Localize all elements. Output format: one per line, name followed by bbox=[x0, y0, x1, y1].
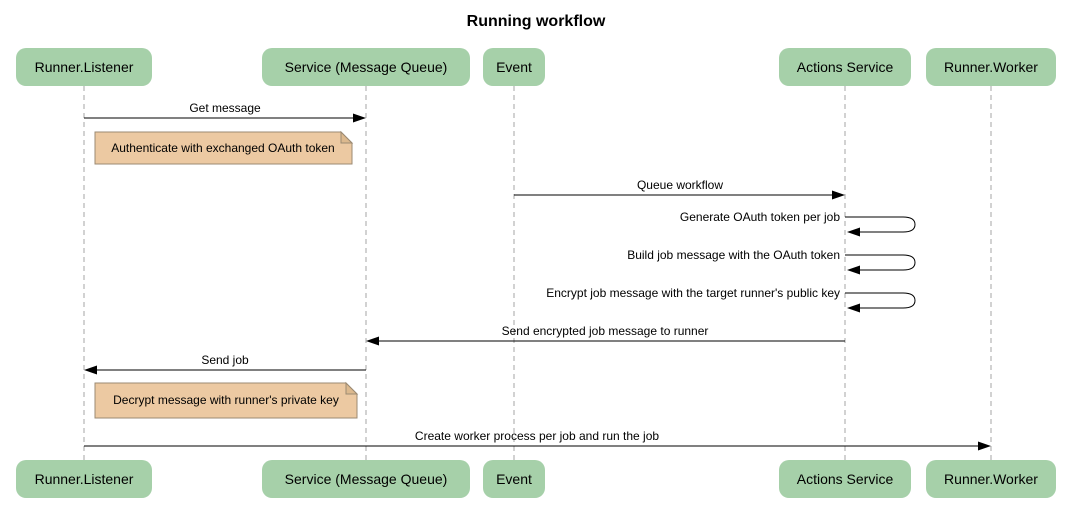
note-decrypt: Decrypt message with runner's private ke… bbox=[94, 381, 359, 419]
participant-runner-listener-top: Runner.Listener bbox=[16, 48, 152, 86]
note-fold-icon bbox=[340, 130, 354, 144]
participant-box bbox=[779, 460, 911, 498]
participant-event-top: Event bbox=[483, 48, 545, 86]
message-encrypt-job-message: Encrypt job message with the target runn… bbox=[546, 286, 916, 313]
note-fold-icon bbox=[345, 381, 359, 395]
note-label: Decrypt message with runner's private ke… bbox=[113, 393, 339, 407]
note-shape bbox=[94, 382, 358, 419]
participant-runner-worker-top: Runner.Worker bbox=[926, 48, 1056, 86]
message-build-job-message: Build job message with the OAuth token bbox=[627, 248, 916, 275]
message-send-job: Send job bbox=[84, 353, 366, 375]
participant-service-message-queue-top: Service (Message Queue) bbox=[262, 48, 470, 86]
message-send-encrypted-job: Send encrypted job message to runner bbox=[366, 324, 845, 346]
participant-label: Runner.Worker bbox=[944, 471, 1038, 487]
participant-label: Event bbox=[496, 471, 532, 487]
message-label: Create worker process per job and run th… bbox=[415, 429, 659, 443]
message-get-message: Get message bbox=[84, 101, 366, 123]
message-queue-workflow: Queue workflow bbox=[514, 178, 845, 200]
arrowhead-left-icon bbox=[366, 336, 379, 346]
participant-label: Actions Service bbox=[797, 59, 894, 75]
message-label: Build job message with the OAuth token bbox=[627, 248, 840, 262]
arrowhead-left-icon bbox=[84, 365, 97, 375]
participant-box bbox=[483, 460, 545, 498]
participant-actions-service-bottom: Actions Service bbox=[779, 460, 911, 498]
self-loop-line bbox=[845, 216, 916, 233]
participant-actions-service-top: Actions Service bbox=[779, 48, 911, 86]
participant-label: Runner.Worker bbox=[944, 59, 1038, 75]
diagram-title: Running workflow bbox=[467, 13, 606, 30]
participant-box bbox=[483, 48, 545, 86]
arrowhead-right-icon bbox=[353, 113, 366, 123]
participant-service-message-queue-bottom: Service (Message Queue) bbox=[262, 460, 470, 498]
participant-box bbox=[779, 48, 911, 86]
participant-label: Service (Message Queue) bbox=[285, 59, 448, 75]
arrowhead-left-icon bbox=[847, 265, 860, 275]
arrowhead-right-icon bbox=[832, 190, 845, 200]
note-authenticate: Authenticate with exchanged OAuth token bbox=[94, 130, 354, 165]
note-shape bbox=[94, 131, 353, 165]
message-create-worker-process: Create worker process per job and run th… bbox=[84, 429, 991, 451]
arrowhead-left-icon bbox=[847, 227, 860, 237]
participant-box bbox=[262, 460, 470, 498]
self-loop-line bbox=[845, 292, 916, 309]
message-label: Send encrypted job message to runner bbox=[502, 324, 709, 338]
participant-runner-worker-bottom: Runner.Worker bbox=[926, 460, 1056, 498]
participant-label: Service (Message Queue) bbox=[285, 471, 448, 487]
arrowhead-left-icon bbox=[847, 303, 860, 313]
participant-box bbox=[262, 48, 470, 86]
participant-box bbox=[16, 48, 152, 86]
message-generate-oauth-token: Generate OAuth token per job bbox=[680, 210, 916, 237]
self-loop-line bbox=[845, 254, 916, 271]
message-label: Generate OAuth token per job bbox=[680, 210, 840, 224]
message-label: Get message bbox=[189, 101, 261, 115]
note-label: Authenticate with exchanged OAuth token bbox=[111, 141, 334, 155]
message-label: Encrypt job message with the target runn… bbox=[546, 286, 840, 300]
participant-box bbox=[926, 460, 1056, 498]
participant-label: Event bbox=[496, 59, 532, 75]
participant-label: Runner.Listener bbox=[35, 59, 134, 75]
arrowhead-right-icon bbox=[978, 441, 991, 451]
message-label: Queue workflow bbox=[637, 178, 723, 192]
message-label: Send job bbox=[201, 353, 249, 367]
participant-box bbox=[16, 460, 152, 498]
participant-label: Actions Service bbox=[797, 471, 894, 487]
participant-event-bottom: Event bbox=[483, 460, 545, 498]
participant-runner-listener-bottom: Runner.Listener bbox=[16, 460, 152, 498]
participant-label: Runner.Listener bbox=[35, 471, 134, 487]
participant-box bbox=[926, 48, 1056, 86]
